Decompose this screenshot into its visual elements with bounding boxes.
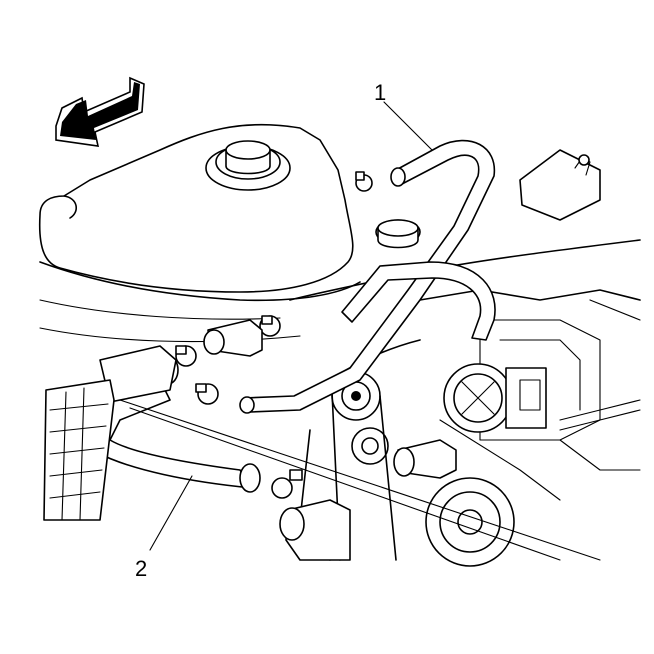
leader-lines xyxy=(149,101,433,551)
heater-hose-item-1 xyxy=(239,139,496,414)
leader-line-1 xyxy=(383,101,433,151)
lower-fittings xyxy=(119,319,641,561)
callout-1: 1 xyxy=(374,80,386,105)
leader-line-2 xyxy=(149,475,193,551)
coolant-reservoir xyxy=(38,123,361,343)
throttle-body xyxy=(443,363,547,433)
direction-arrow-icon xyxy=(55,76,145,147)
filler-cap xyxy=(375,219,421,249)
thermostat-outlet xyxy=(393,439,457,479)
radiator xyxy=(43,379,115,521)
callout-2: 2 xyxy=(135,556,147,581)
hose-clamps xyxy=(175,171,373,499)
bracket-upper-right xyxy=(519,149,601,221)
reservoir-cap xyxy=(205,140,291,191)
